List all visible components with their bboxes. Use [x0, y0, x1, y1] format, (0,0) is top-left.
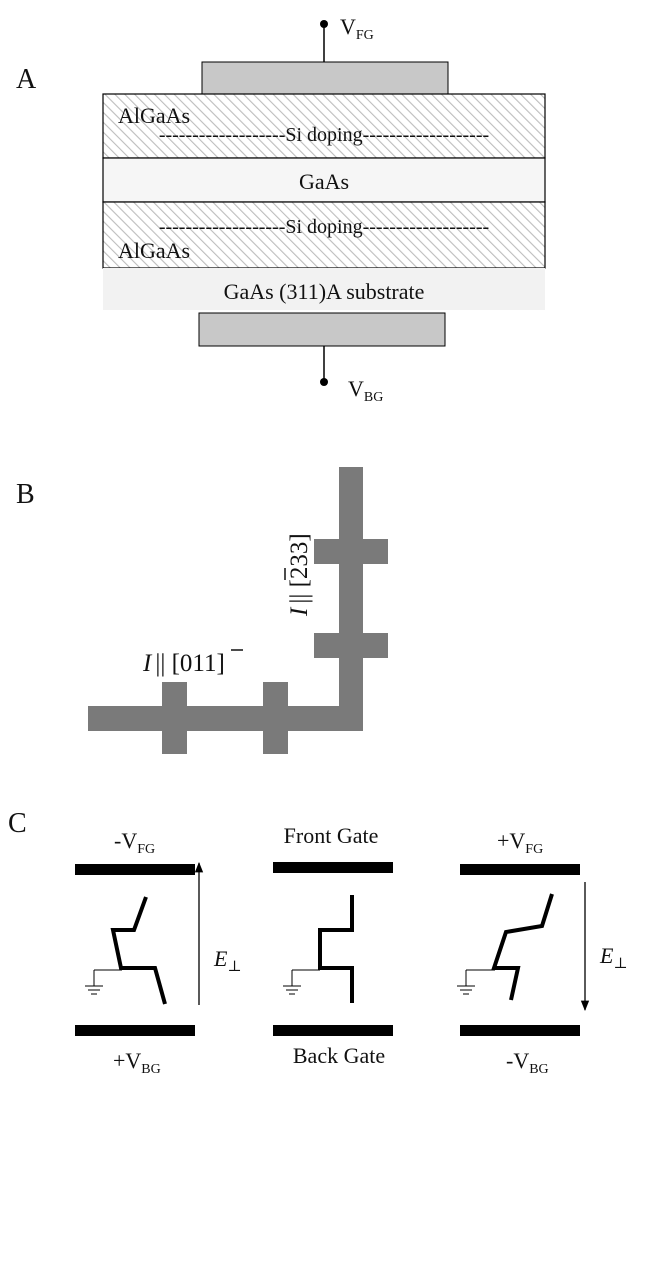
horizontal-current-symbol: I — [142, 650, 153, 677]
panel-b-label: B — [16, 479, 35, 510]
vertical-hall-bar-arm — [339, 467, 363, 731]
bottom-si-doping-label: -------------------Si doping------------… — [159, 216, 489, 238]
left-field-label: E⊥ — [213, 946, 242, 975]
band-diagram-right: +VFG E⊥ -VBG — [457, 828, 628, 1077]
right-bottom-gate-label: -VBG — [506, 1048, 549, 1077]
panel-b: B I|| [233] I|| [011] — [16, 467, 388, 754]
right-top-gate-label: +VFG — [497, 828, 543, 857]
top-algaas-label: AlGaAs — [118, 103, 190, 128]
right-field-label: E⊥ — [599, 943, 628, 972]
middle-front-gate-plate — [273, 862, 393, 873]
panel-a: A VFG AlGaAs -------------------Si dopin… — [16, 14, 546, 405]
right-front-gate-plate — [460, 864, 580, 875]
back-gate-voltage-label: VBG — [348, 376, 383, 405]
right-back-gate-plate — [460, 1025, 580, 1036]
svg-text:I|| [233]: I || [233] — [286, 533, 313, 617]
bottom-algaas-layer — [102, 201, 546, 269]
top-si-doping-label: -------------------Si doping------------… — [159, 124, 489, 146]
back-gate-electrode — [198, 312, 446, 347]
front-gate-label: Front Gate — [284, 823, 379, 848]
svg-text:I|| [011]: I|| [011] — [142, 650, 225, 677]
left-top-gate-label: -VFG — [114, 828, 155, 857]
front-gate-voltage-label: VFG — [340, 14, 374, 43]
left-band-profile — [110, 896, 167, 1005]
left-bottom-gate-label: +VBG — [113, 1048, 161, 1077]
substrate-label: GaAs (311)A substrate — [224, 279, 425, 304]
back-gate-label: Back Gate — [293, 1043, 385, 1068]
right-ground-icon — [457, 969, 495, 995]
bottom-algaas-label: AlGaAs — [118, 238, 190, 263]
l-shaped-hall-bar — [88, 467, 388, 754]
right-band-profile — [491, 893, 554, 1001]
panel-c-label: C — [8, 808, 27, 839]
vertical-arm-contact-lower — [314, 633, 388, 658]
middle-ground-icon — [283, 969, 320, 995]
front-gate-terminal-dot — [320, 20, 328, 28]
horizontal-direction-index: || [011] — [155, 650, 224, 677]
panel-a-label: A — [16, 64, 37, 95]
band-diagram-left: -VFG E⊥ +VBG — [75, 828, 242, 1077]
left-ground-icon — [85, 969, 122, 995]
horizontal-arm-contact-left — [162, 682, 187, 754]
vertical-direction-index: || [233] — [286, 533, 313, 603]
vertical-current-direction: I || [233] — [284, 533, 313, 617]
horizontal-hall-bar-arm — [88, 706, 363, 731]
middle-band-profile — [318, 895, 354, 1003]
horizontal-current-direction: I|| [011] — [142, 649, 243, 677]
left-back-gate-plate — [75, 1025, 195, 1036]
band-diagram-middle: Front Gate Back Gate — [273, 823, 393, 1068]
left-front-gate-plate — [75, 864, 195, 875]
panel-c: C -VFG E⊥ +VBG Front Gate — [8, 808, 628, 1077]
middle-back-gate-plate — [273, 1025, 393, 1036]
vertical-current-symbol: I — [286, 606, 313, 617]
vertical-arm-contact-upper — [314, 539, 388, 564]
horizontal-arm-contact-right — [263, 682, 288, 754]
substrate-layer — [103, 268, 545, 310]
gaas-well-label: GaAs — [299, 169, 349, 194]
front-gate-electrode — [201, 61, 449, 95]
back-gate-terminal-dot — [320, 378, 328, 386]
